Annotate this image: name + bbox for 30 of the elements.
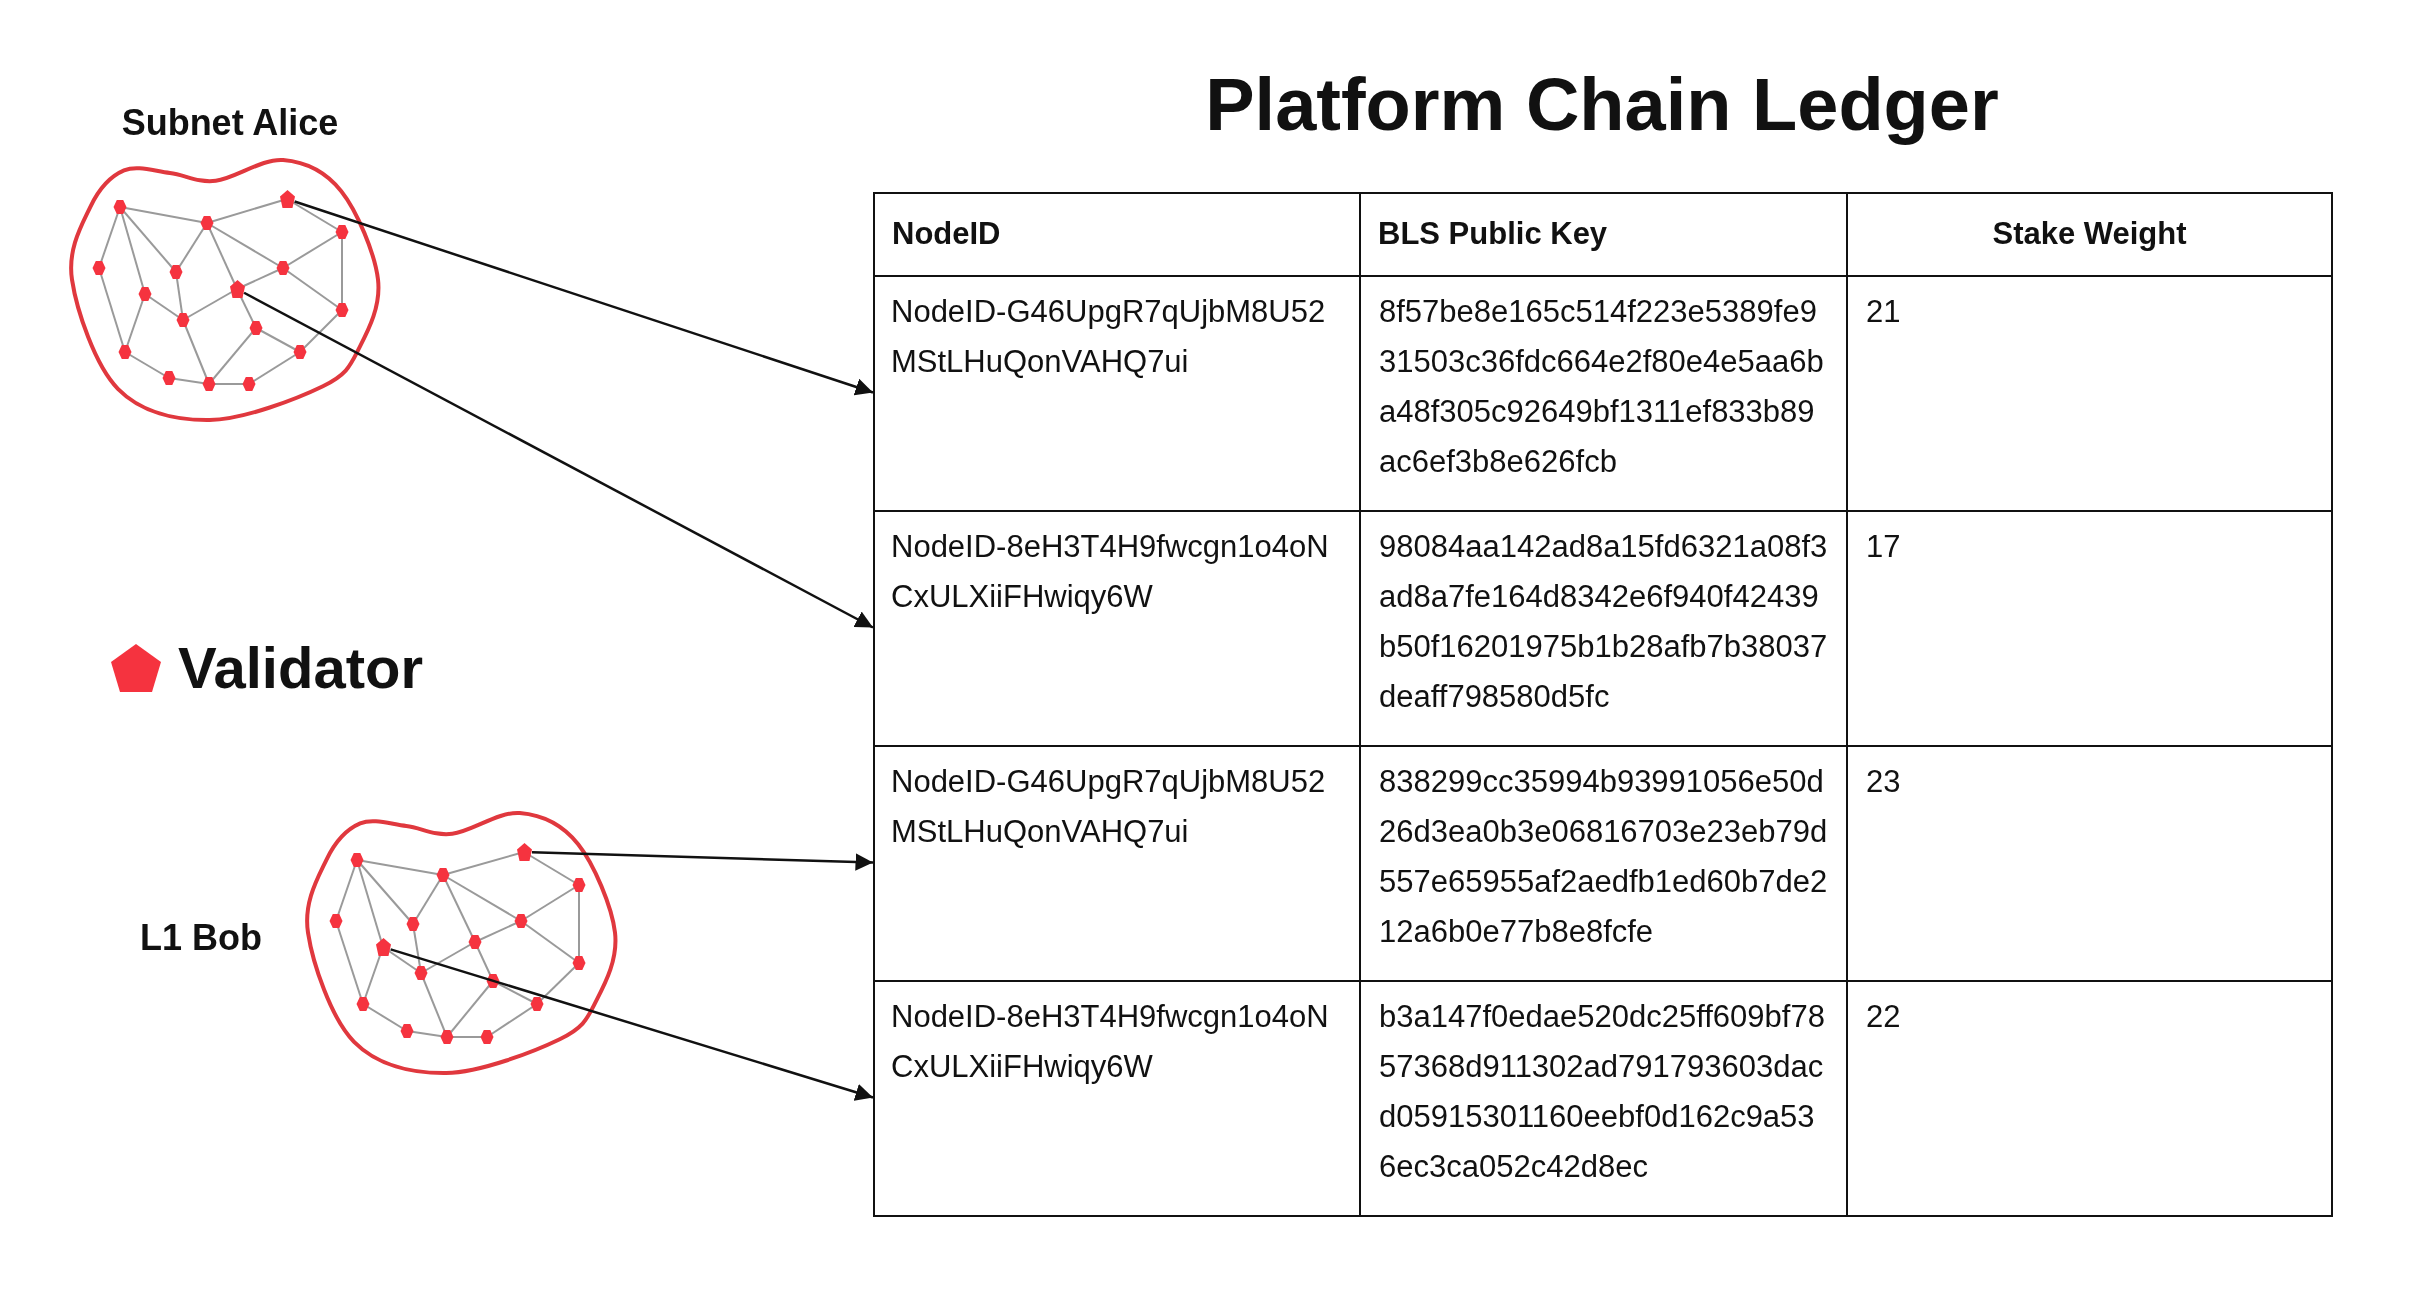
legend-label: Validator [178,640,423,696]
table-row [873,275,2333,512]
table-row [873,510,2333,747]
arrow [294,200,874,396]
table-cell: 838299cc35994b93991056e50d26d3ea0b3e06816703e23eb79d557e65955af2aedfb1ed60b7de212a6b0e77b8e8fcfe [1359,747,1848,980]
table-cell-text: NodeID-8eH3T4H9fwcgn1o4oNCxULXiiFHwiqy6W [890,528,1330,616]
network-label: L1 Bob [140,916,263,960]
table-cell: b3a147f0edae520dc25ff609bf7857368d911302ad791793603dacd05915301160eebf0d162c9a536ec3ca052c42d8ec [1359,982,1848,1215]
validator-node [516,843,532,861]
validator-node [229,280,245,298]
table-cell: 17 [1846,512,2333,745]
network-label: Subnet Alice [120,101,340,145]
table-cell: 22 [1846,982,2333,1215]
table-row [873,980,2333,1217]
table-cell: 23 [1846,747,2333,980]
column-header: NodeID [873,192,1361,277]
validator-node [279,190,295,208]
validator-node [375,938,391,956]
column-header: Stake Weight [1846,192,2333,277]
table-cell-text: NodeID-G46UpgR7qUjbM8U52MStLHuQonVAHQ7ui [890,763,1327,851]
table-cell: 21 [1846,277,2333,510]
table-cell-text: NodeID-G46UpgR7qUjbM8U52MStLHuQonVAHQ7ui [890,293,1327,381]
arrow [390,948,874,1101]
table-cell: 8f57be8e165c514f223e5389fe931503c36fdc664e2f80e4e5aa6ba48f305c92649bf1311ef833b89ac6ef3b8e626fcb [1359,277,1848,510]
arrow [531,851,874,871]
table-row [873,745,2333,982]
title: Platform Chain Ledger [1204,62,2000,148]
table-cell-text: NodeID-8eH3T4H9fwcgn1o4oNCxULXiiFHwiqy6W [890,998,1330,1086]
arrow [243,291,874,629]
table-cell: 98084aa142ad8a15fd6321a08f3ad8a7fe164d8342e6f940f42439b50f16201975b1b28afb7b38037deaff798580d5fc [1359,512,1848,745]
